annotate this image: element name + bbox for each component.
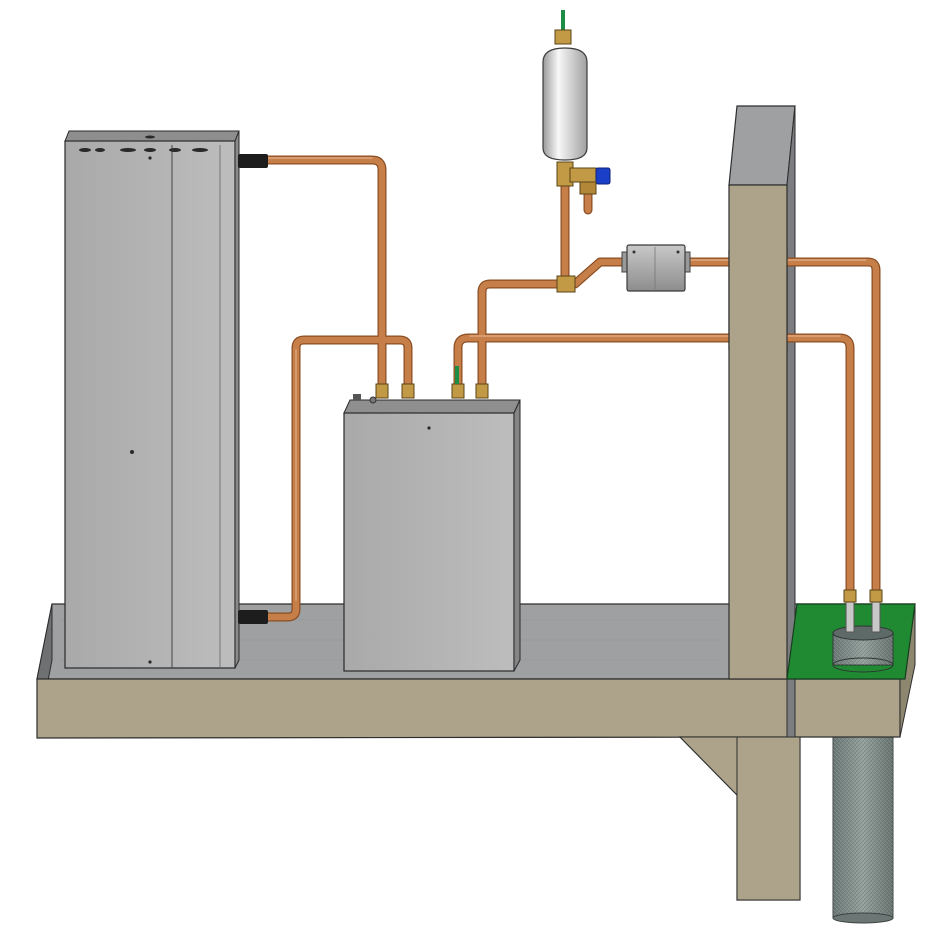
well-head bbox=[786, 603, 916, 680]
pipe-insulation bbox=[238, 610, 268, 624]
concrete-wall bbox=[678, 105, 801, 901]
copper-pipes bbox=[235, 155, 881, 622]
well-risers bbox=[843, 589, 883, 633]
pipe-insulation bbox=[238, 154, 268, 168]
tall-unit bbox=[64, 130, 268, 669]
filter bbox=[621, 244, 691, 292]
tee-fitting bbox=[556, 275, 576, 293]
expansion-vessel bbox=[542, 10, 588, 161]
safety-valve bbox=[556, 161, 611, 293]
small-unit bbox=[343, 366, 521, 672]
unit-fittings bbox=[353, 366, 489, 404]
wall-overlap bbox=[729, 250, 787, 350]
